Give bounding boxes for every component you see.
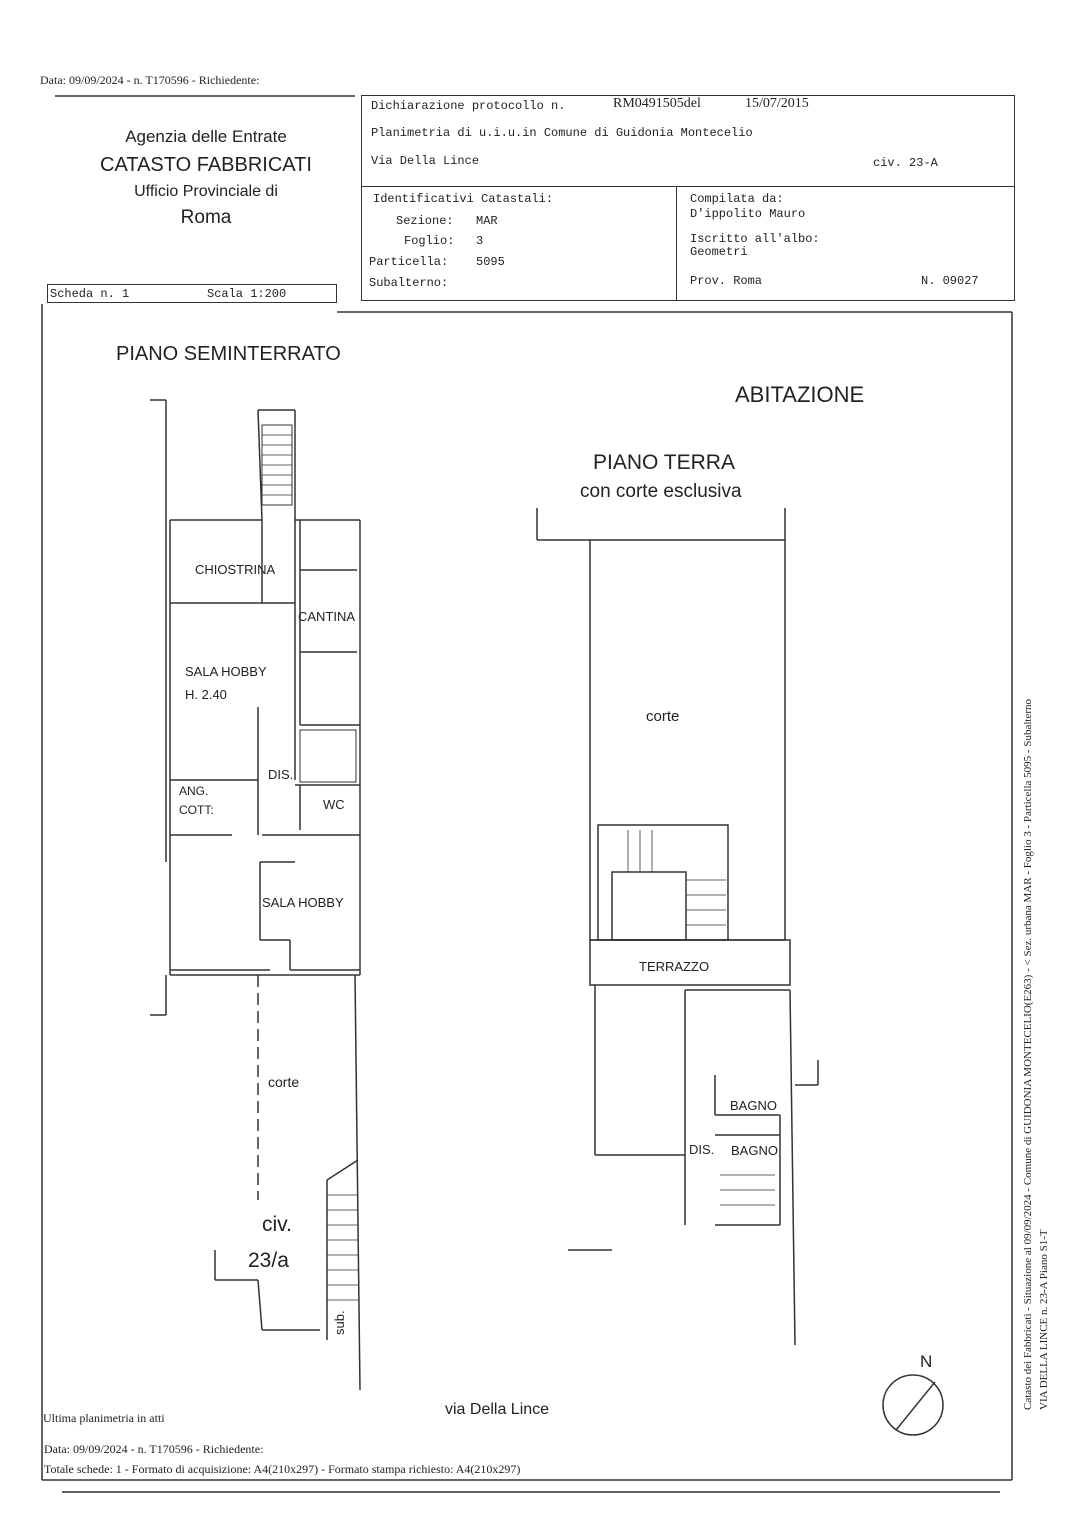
scheda-box xyxy=(47,284,337,303)
header-date-line: Data: 09/09/2024 - n. T170596 - Richiede… xyxy=(40,73,260,87)
ufficio-label: Ufficio Provinciale di xyxy=(134,183,278,200)
footer-totale: Totale schede: 1 - Formato di acquisizio… xyxy=(44,1462,521,1476)
sezione-label: Sezione: xyxy=(396,214,454,228)
room-bagno-2: BAGNO xyxy=(731,1143,778,1158)
room-height: H. 2.40 xyxy=(185,687,227,702)
particella-value: 5095 xyxy=(476,255,505,269)
room-bagno-1: BAGNO xyxy=(730,1098,777,1113)
north-label: N xyxy=(920,1352,933,1371)
scheda-label: Scheda n. 1 xyxy=(50,287,130,301)
civic-label: civ. xyxy=(262,1213,292,1236)
compiler-box xyxy=(676,186,1015,301)
albo-label: Iscritto all'albo: xyxy=(690,232,820,246)
side-info-line-2: VIA DELLA LINCE n. 23-A Piano S1-T xyxy=(1038,1229,1050,1410)
protocol-label: Dichiarazione protocollo n. xyxy=(371,99,566,113)
side-info-line-1: Catasto dei Fabbricati - Situazione al 0… xyxy=(1022,699,1034,1410)
catasto-title: CATASTO FABBRICATI xyxy=(100,154,312,176)
ground-title: PIANO TERRA xyxy=(593,451,735,474)
compiler-province: Prov. Roma xyxy=(690,274,763,288)
compiler-number: N. 09027 xyxy=(921,274,979,288)
foglio-label: Foglio: xyxy=(404,234,455,248)
ufficio-city: Roma xyxy=(180,207,232,228)
particella-label: Particella: xyxy=(369,255,449,269)
room-corte-basement: corte xyxy=(268,1074,300,1090)
compiler-name: D'ippolito Mauro xyxy=(690,207,806,221)
room-dis-ground: DIS. xyxy=(689,1142,715,1157)
room-sala-hobby-2: SALA HOBBY xyxy=(262,895,344,910)
agency-name: Agenzia delle Entrate xyxy=(125,127,287,146)
basement-title: PIANO SEMINTERRATO xyxy=(116,343,341,365)
sub-label: sub. xyxy=(332,1310,347,1335)
room-terrazzo: TERRAZZO xyxy=(639,959,710,974)
foglio-value: 3 xyxy=(476,234,484,248)
room-sala-hobby-1: SALA HOBBY xyxy=(185,664,267,679)
scale-label: Scala 1:200 xyxy=(207,287,287,301)
compass-icon xyxy=(884,1375,944,1435)
protocol-number: RM0491505del xyxy=(613,96,701,111)
civic-plan-number: 23/a xyxy=(248,1249,289,1272)
footer-date-line: Data: 09/09/2024 - n. T170596 - Richiede… xyxy=(44,1442,264,1456)
protocol-date: 15/07/2015 xyxy=(745,96,809,111)
subalterno-label: Subalterno: xyxy=(369,276,449,290)
main-title: ABITAZIONE xyxy=(735,382,865,407)
ultima-planimetria: Ultima planimetria in atti xyxy=(43,1411,165,1425)
ground-subtitle: con corte esclusiva xyxy=(580,481,742,502)
compiler-label: Compilata da: xyxy=(690,192,784,206)
sezione-value: MAR xyxy=(476,214,498,228)
planimetria-line: Planimetria di u.i.u.in Comune di Guidon… xyxy=(371,126,753,140)
room-chiostrina: CHIOSTRINA xyxy=(195,562,276,577)
identifiers-title: Identificativi Catastali: xyxy=(373,192,554,206)
albo-value: Geometri xyxy=(690,245,748,259)
street-label: via Della Lince xyxy=(445,1401,550,1418)
room-dis-basement: DIS. xyxy=(268,767,294,782)
room-wc: WC xyxy=(323,797,345,812)
room-corte-ground: corte xyxy=(646,708,680,725)
address-line: Via Della Lince xyxy=(371,154,480,168)
room-cantina: CANTINA xyxy=(298,609,356,624)
room-ang: ANG. xyxy=(179,784,209,798)
room-cott: COTT: xyxy=(179,803,214,817)
civic-number: civ. 23-A xyxy=(873,156,938,170)
